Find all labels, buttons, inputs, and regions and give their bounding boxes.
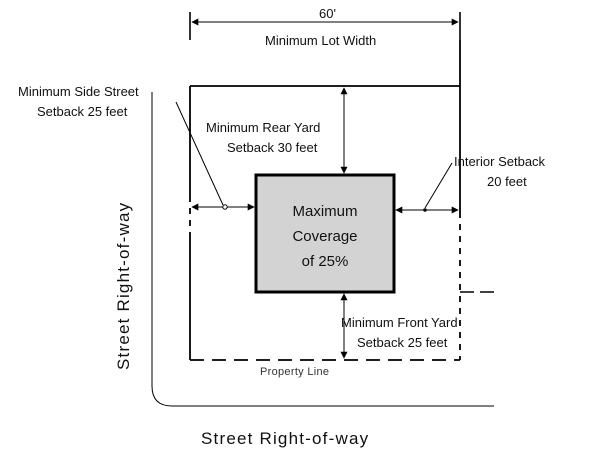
rear-setback-label-line1: Minimum Rear Yard bbox=[206, 120, 320, 135]
street-curb-line bbox=[151, 92, 494, 407]
front-setback-label-line2: Setback 25 feet bbox=[357, 335, 448, 350]
lot-width-label: Minimum Lot Width bbox=[265, 33, 376, 48]
property-line-label: Property Line bbox=[260, 366, 329, 378]
coverage-label-line2: Coverage bbox=[292, 228, 357, 245]
interior-setback-label-line1: Interior Setback bbox=[454, 154, 546, 169]
interior-leader-dot bbox=[423, 208, 427, 212]
rear-setback-label-line2: Setback 30 feet bbox=[227, 140, 318, 155]
side-street-setback-label-line1: Minimum Side Street bbox=[18, 84, 139, 99]
maximum-coverage-building bbox=[254, 173, 396, 294]
side-street-leader-line bbox=[175, 101, 224, 206]
interior-leader-line bbox=[424, 162, 453, 209]
street-right-of-way-left-label: Street Right-of-way bbox=[114, 202, 133, 370]
side-street-leader-dot bbox=[222, 204, 228, 210]
lot-width-value: 60' bbox=[319, 6, 336, 21]
street-right-of-way-bottom-label: Street Right-of-way bbox=[201, 429, 369, 448]
coverage-label-line1: Maximum bbox=[292, 203, 357, 220]
front-setback-label-line1: Minimum Front Yard bbox=[341, 315, 458, 330]
interior-setback-label-line2: 20 feet bbox=[487, 174, 527, 189]
coverage-label-line3: of 25% bbox=[302, 253, 349, 270]
side-street-setback-label-line2: Setback 25 feet bbox=[37, 104, 128, 119]
